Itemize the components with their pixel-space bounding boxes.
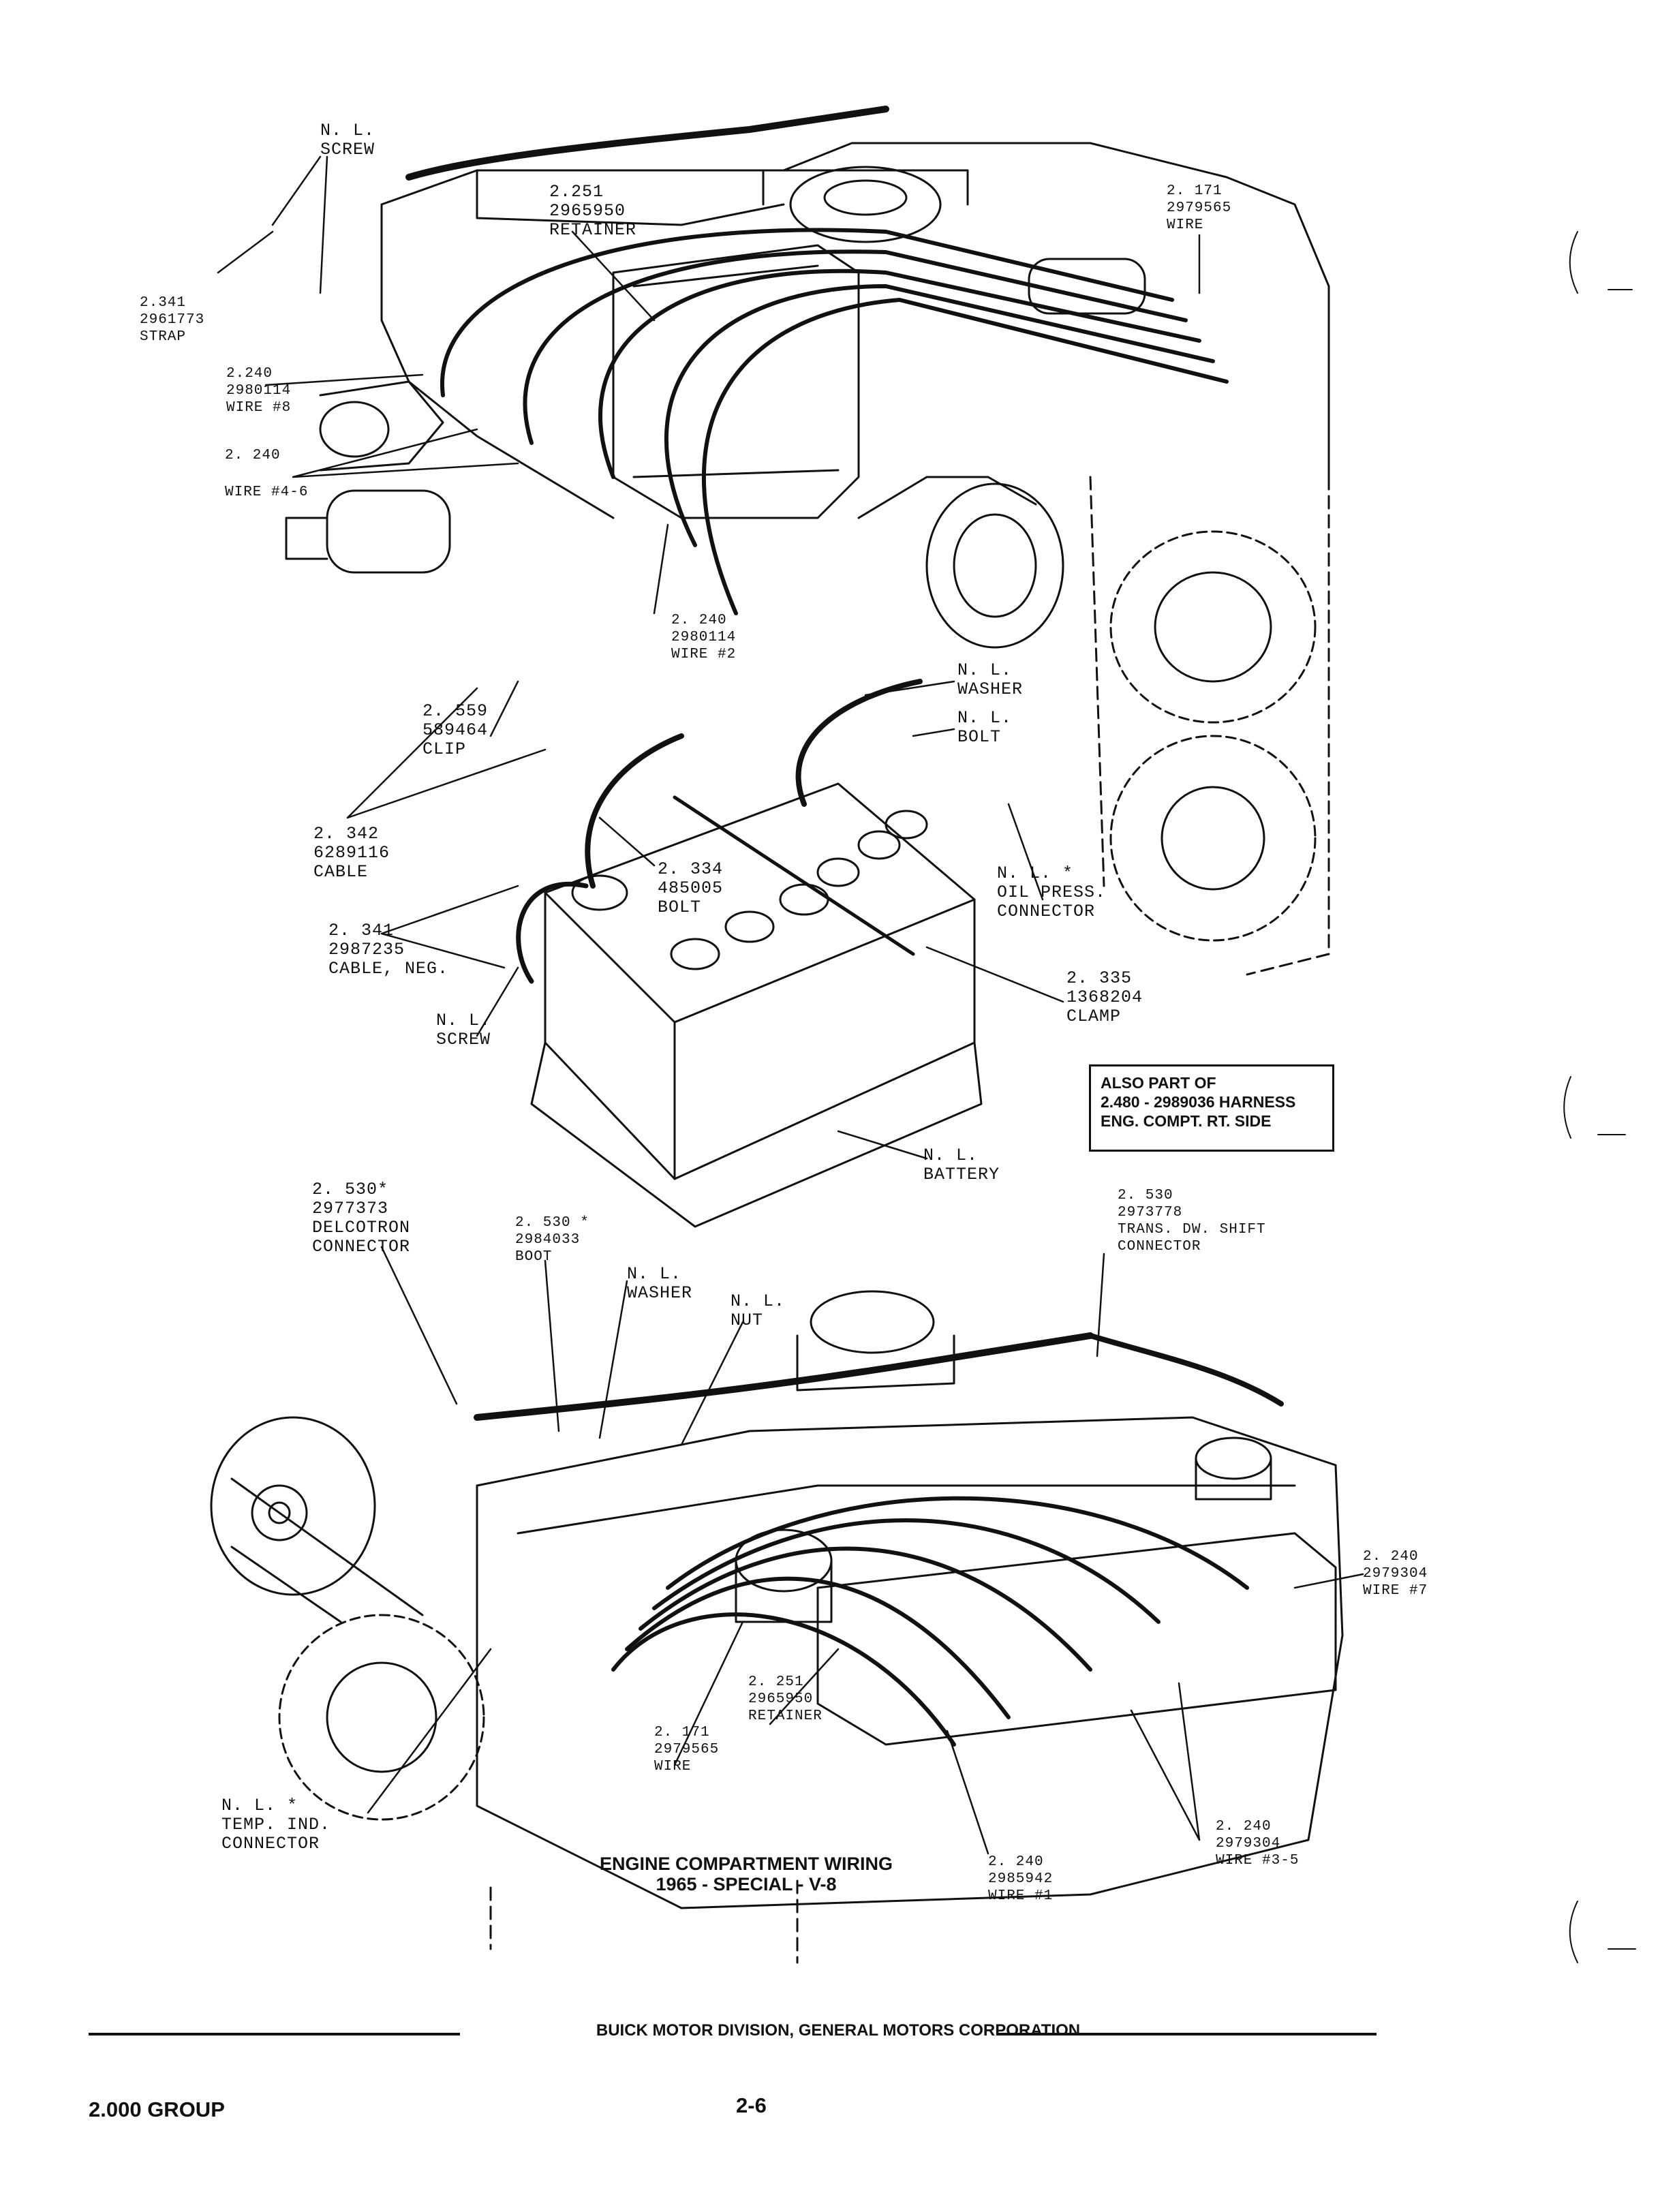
- top-engine-block: [285, 142, 1330, 976]
- callout-temp-ind-connector: N. L. *TEMP. IND.CONNECTOR: [221, 1796, 331, 1854]
- callout-nl-screw-bottom: N. L.SCREW: [436, 1011, 491, 1049]
- callout-battery: N. L.BATTERY: [923, 1146, 1000, 1184]
- callout-oil-press-connector: N. L. *OIL PRESS.CONNECTOR: [997, 863, 1107, 921]
- callout-wire-4-6: WIRE #4-6: [225, 485, 309, 500]
- callout-nl-screw-top: N. L.SCREW: [320, 121, 375, 159]
- footer-page-number: 2-6: [736, 2093, 767, 2117]
- callout-leader-lines: [217, 155, 1364, 1855]
- top-spark-plug-wires: [405, 106, 1229, 615]
- footer-publisher: BUICK MOTOR DIVISION, GENERAL MOTORS COR…: [596, 2021, 1081, 2040]
- top-battery: [516, 679, 983, 1228]
- callout-nl-bolt-top: N. L.BOLT: [957, 708, 1013, 747]
- callout-wire-4-6-number: 2. 240: [225, 448, 281, 463]
- margin-marks: [1563, 231, 1636, 1963]
- bottom-spark-plug-wires: [474, 1332, 1284, 1747]
- footer-rule-left: [89, 2033, 460, 2036]
- footer-group: 2.000 GROUP: [89, 2098, 225, 2121]
- footer-rule-right: [998, 2033, 1377, 2036]
- callout-nl-washer-bottom: N. L.WASHER: [627, 1264, 693, 1303]
- callout-nl-nut: N. L.NUT: [731, 1291, 786, 1330]
- callout-nl-washer-top: N. L.WASHER: [957, 660, 1024, 699]
